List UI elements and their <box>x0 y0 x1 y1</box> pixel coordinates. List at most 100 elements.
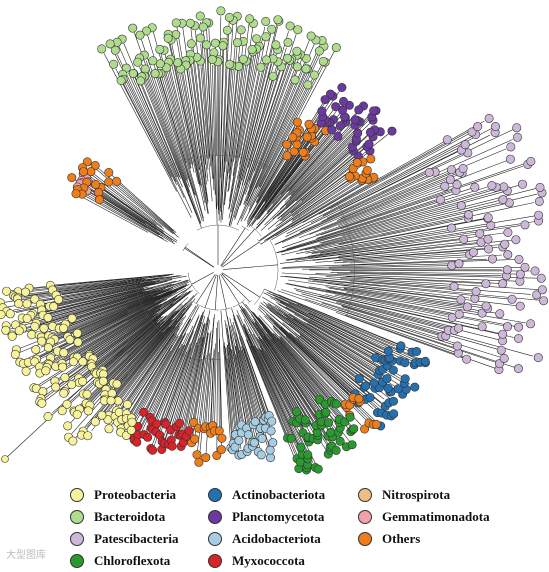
legend-swatch-others <box>358 532 372 546</box>
legend-label-nitrospirota: Nitrospirota <box>382 487 450 503</box>
leaf-node-bacteroidota <box>134 58 142 66</box>
leaf-node-actinobacteriota <box>401 375 409 383</box>
leaf-node-others <box>202 453 210 461</box>
leaf-node-patescibacteria <box>514 334 522 342</box>
leaf-node-patescibacteria <box>446 176 454 184</box>
leaf-node-bacteroidota <box>217 7 225 15</box>
leaf-node-bacteroidota <box>274 16 282 24</box>
leaf-node-myxococcota <box>144 433 152 441</box>
leaf-node-proteobacteria <box>91 418 99 426</box>
legend-item-acidobacteriota: Acidobacteriota <box>208 528 321 550</box>
leaf-node-patescibacteria <box>484 214 492 222</box>
leaf-node-chloroflexota <box>327 428 335 436</box>
leaf-node-bacteroidota <box>283 54 291 62</box>
leaf-node-actinobacteriota <box>411 383 419 391</box>
leaf-node-proteobacteria <box>31 322 39 330</box>
legend-label-actinobacteriota: Actinobacteriota <box>232 487 325 503</box>
leaf-node-proteobacteria <box>23 300 31 308</box>
leaf-node-proteobacteria <box>6 310 14 318</box>
legend-label-patescibacteria: Patescibacteria <box>94 531 178 547</box>
leaf-node-proteobacteria <box>11 350 19 358</box>
leaf-node-others <box>72 190 80 198</box>
leaf-node-patescibacteria <box>507 143 515 151</box>
leaf-node-chloroflexota <box>346 413 354 421</box>
leaf-node-bacteroidota <box>199 23 207 31</box>
leaf-node-proteobacteria <box>73 410 81 418</box>
leaf-node-patescibacteria <box>526 320 534 328</box>
leaf-node-planctomycetota <box>336 122 344 130</box>
leaf-node-others <box>305 120 313 128</box>
leaf-node-others <box>105 168 113 176</box>
leaf-node-proteobacteria <box>8 332 16 340</box>
leaf-node-proteobacteria <box>54 295 62 303</box>
leaf-node-proteobacteria <box>28 331 36 339</box>
leaf-node-bacteroidota <box>151 69 159 77</box>
leaf-node-myxococcota <box>153 420 161 428</box>
leaf-node-planctomycetota <box>354 129 362 137</box>
leaf-node-patescibacteria <box>500 354 508 362</box>
leaf-node-acidobacteriota <box>269 438 277 446</box>
leaf-node-others <box>68 173 76 181</box>
leaf-node-patescibacteria <box>455 310 463 318</box>
leaf-node-patescibacteria <box>499 279 507 287</box>
leaf-node-patescibacteria <box>508 295 516 303</box>
leaf-node-bacteroidota <box>332 43 340 51</box>
phylogenetic-tree <box>0 0 549 480</box>
leaf-node-patescibacteria <box>464 211 472 219</box>
leaf-node-bacteroidota <box>307 32 315 40</box>
leaf-node-proteobacteria <box>49 302 57 310</box>
leaf-node-bacteroidota <box>225 60 233 68</box>
leaf-node-proteobacteria <box>60 389 68 397</box>
legend-swatch-actinobacteriota <box>208 488 222 502</box>
leaf-node-proteobacteria <box>127 426 135 434</box>
legend: Proteobacteria Actinobacteriota Nitrospi… <box>0 480 549 568</box>
leaf-node-proteobacteria <box>15 299 23 307</box>
leaf-node-bacteroidota <box>262 56 270 64</box>
legend-label-acidobacteriota: Acidobacteriota <box>232 531 321 547</box>
leaf-node-bacteroidota <box>304 81 312 89</box>
legend-item-myxococcota: Myxococcota <box>208 550 305 572</box>
leaf-node-acidobacteriota <box>244 431 252 439</box>
leaf-node-patescibacteria <box>447 166 455 174</box>
leaf-node-myxococcota <box>175 419 183 427</box>
leaf-node-patescibacteria <box>463 303 471 311</box>
leaf-node-patescibacteria <box>450 282 458 290</box>
leaf-node-patescibacteria <box>478 323 486 331</box>
leaf-node-patescibacteria <box>448 224 456 232</box>
legend-label-bacteroidota: Bacteroidota <box>94 509 165 525</box>
leaf-node-proteobacteria <box>22 367 30 375</box>
leaf-node-others <box>283 140 291 148</box>
leaf-node-chloroflexota <box>350 425 358 433</box>
leaf-node-planctomycetota <box>318 107 326 115</box>
leaf-node-proteobacteria <box>59 324 67 332</box>
leaf-node-patescibacteria <box>504 250 512 258</box>
leaf-node-others <box>283 152 291 160</box>
leaf-node-bacteroidota <box>233 38 241 46</box>
leaf-node-patescibacteria <box>462 355 470 363</box>
leaf-node-patescibacteria <box>469 248 477 256</box>
leaf-node-bacteroidota <box>268 25 276 33</box>
leaf-node-patescibacteria <box>521 263 529 271</box>
legend-label-proteobacteria: Proteobacteria <box>94 487 176 503</box>
leaf-node-proteobacteria <box>38 399 46 407</box>
legend-swatch-planctomycetota <box>208 510 222 524</box>
leaf-node-acidobacteriota <box>266 453 274 461</box>
leaf-node-actinobacteriota <box>383 374 391 382</box>
leaf-node-patescibacteria <box>504 228 512 236</box>
leaf-node-chloroflexota <box>332 446 340 454</box>
leaf-node-chloroflexota <box>332 400 340 408</box>
legend-label-chloroflexota: Chloroflexota <box>94 553 170 569</box>
leaf-node-patescibacteria <box>518 180 526 188</box>
leaf-node-bacteroidota <box>136 77 144 85</box>
leaf-node-acidobacteriota <box>267 427 275 435</box>
leaf-node-patescibacteria <box>476 229 484 237</box>
leaf-node-planctomycetota <box>351 116 359 124</box>
leaf-node-patescibacteria <box>471 183 479 191</box>
leaf-node-acidobacteriota <box>266 446 274 454</box>
legend-item-actinobacteriota: Actinobacteriota <box>208 484 325 506</box>
leaf-node-proteobacteria <box>42 367 50 375</box>
leaf-node-bacteroidota <box>202 41 210 49</box>
leaf-node-proteobacteria <box>84 432 92 440</box>
leaf-node-patescibacteria <box>496 310 504 318</box>
leaf-node-others <box>303 133 311 141</box>
